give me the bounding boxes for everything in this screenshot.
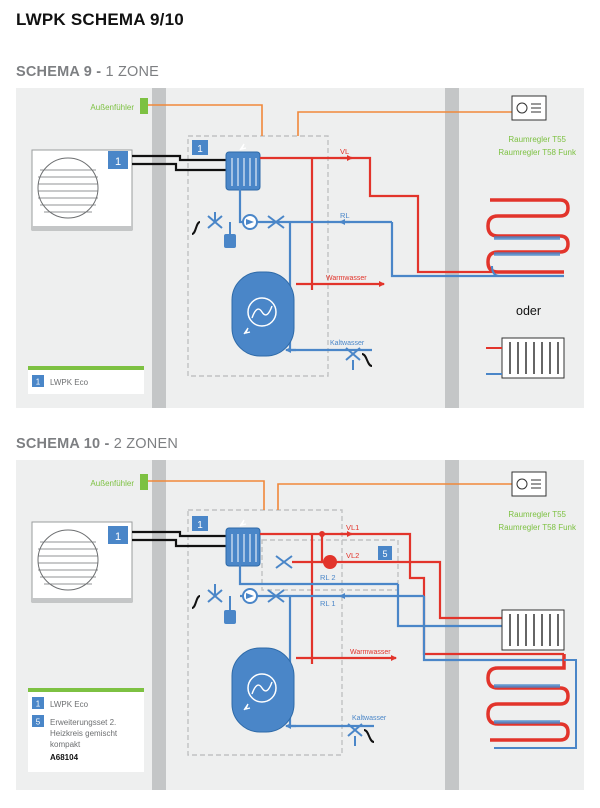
schema10-outdoor-sensor [140, 474, 148, 490]
schema9-mixing-valve-icon [267, 215, 285, 229]
schema9-module-badge: 1 [197, 144, 203, 155]
schema9-title: SCHEMA 9 - 1 ZONE [16, 64, 159, 80]
schema9-controller-label-2: Raumregler T58 Funk [498, 148, 577, 157]
schema10-rl1-label: RL 1 [320, 599, 336, 608]
schema10-hot-water-label: Warmwasser [350, 649, 391, 656]
schema10-rl2-label: RL 2 [320, 573, 336, 582]
schema9-outdoor-sensor [140, 98, 148, 114]
schema10-vl2-label: VL2 [346, 551, 359, 560]
schema10-vl2-pipe [320, 534, 502, 620]
schema9-module-boundary [187, 135, 329, 377]
schema10-refrigerant-line-2 [132, 538, 228, 548]
schema10-expansion-vessel-icon [224, 610, 236, 624]
schema9-cold-water-label: Kaltwasser [330, 340, 365, 347]
schema10-diagram: 1 Außenfühler Raumregler T55 Raumregler … [16, 460, 584, 790]
schema10-controller-cable [277, 483, 512, 510]
schema10-outdoor-sensor-label: Außenfühler [90, 479, 134, 488]
schema10-legend-num-5: 5 [36, 718, 41, 727]
schema10-outdoor-unit: 1 [31, 521, 133, 603]
schema9-underfloor-heating [486, 198, 570, 277]
schema10-vl1-label: VL1 [346, 523, 359, 532]
schema10-storage-tank [231, 647, 295, 733]
schema10-zone-mixer-icon [275, 555, 293, 569]
schema9-cold-water-valve-icon [345, 347, 361, 361]
page-title: LWPK SCHEMA 9/10 [16, 10, 184, 29]
schema10-legend-text-5-line2: Heizkreis gemischt [50, 729, 118, 738]
schema9-heat-exchanger [225, 143, 261, 191]
schema9-controller-label-1: Raumregler T55 [508, 135, 566, 144]
schema9-refrigerant-line-1 [132, 154, 228, 162]
schema10-unit-badge: 1 [115, 531, 121, 543]
schema10-subtitle: 2 ZONEN [113, 436, 178, 452]
schema9-or-label: oder [516, 304, 541, 318]
schema10-cold-water-label: Kaltwasser [352, 715, 387, 722]
schema10-rl2-pipe [238, 560, 398, 586]
schema9-room-controller [511, 95, 547, 121]
schema9-wall-left [152, 88, 166, 408]
schema10-extension-badge: 5 [382, 549, 387, 559]
schema9-vl-label: VL [340, 147, 349, 156]
schema10-legend-text-5-line3: kompakt [50, 740, 81, 749]
schema9-wall-right [445, 88, 459, 408]
schema9-rl-label: RL [340, 211, 350, 220]
schema10-title: SCHEMA 10 - 2 ZONEN [16, 436, 178, 452]
schema9-legend-num-1: 1 [36, 378, 41, 387]
schema10-vl1-pipe [260, 532, 564, 656]
schema9-subtitle: 1 ZONE [105, 64, 160, 80]
schema9-sensor-cable [148, 104, 263, 136]
schema10-legend-text-1: LWPK Eco [50, 700, 89, 709]
schema10-wall-left [152, 460, 166, 790]
schema10-sensor-cable [148, 480, 265, 510]
schema10-radiator [501, 609, 565, 651]
schema10-legend: 1 LWPK Eco 5 Erweiterungsset 2. Heizkrei… [28, 688, 144, 772]
schema9-unit-badge: 1 [115, 156, 121, 168]
schema9-controller-cable [297, 111, 512, 136]
schema10-title-main: SCHEMA 10 - [16, 436, 114, 452]
schema10-module-boundary [187, 509, 343, 756]
schema10-controller-label-2: Raumregler T58 Funk [498, 523, 577, 532]
schema9-diagram: 1 Außenfühler Raumregler T55 Raumregler … [16, 88, 584, 408]
schema9-refrigerant-line-2 [132, 162, 228, 172]
schema10-vl2-pump-icon [323, 555, 337, 569]
schema10-mixing-valve-icon [267, 589, 285, 603]
schema9-title-main: SCHEMA 9 - [16, 64, 106, 80]
schema10-heat-exchanger [225, 519, 261, 567]
schema9-panel [16, 88, 584, 408]
schema9-legend-text-1: LWPK Eco [50, 378, 89, 387]
schema10-refrigerant-line-1 [132, 530, 228, 538]
schema10-room-controller [511, 471, 547, 497]
schema10-extension-boundary [261, 539, 399, 591]
schema9-expansion-vessel-icon [224, 234, 236, 248]
schema9-outdoor-unit: 1 [31, 149, 133, 231]
schema10-cold-water-valve-icon [347, 723, 363, 737]
schema10-underfloor-heating [486, 654, 577, 749]
schema9-radiator [486, 337, 565, 379]
schema9-legend: 1 LWPK Eco [28, 366, 144, 394]
schema10-legend-article: A68104 [50, 753, 79, 762]
schema10-legend-text-5-line1: Erweiterungsset 2. [50, 718, 116, 727]
schema9-hot-water-label: Warmwasser [326, 275, 367, 282]
schema10-module-badge: 1 [197, 520, 203, 531]
schema9-storage-tank [231, 271, 295, 357]
schema10-controller-label-1: Raumregler T55 [508, 510, 566, 519]
schema9-outdoor-sensor-label: Außenfühler [90, 103, 134, 112]
schema10-legend-num-1: 1 [36, 700, 41, 709]
